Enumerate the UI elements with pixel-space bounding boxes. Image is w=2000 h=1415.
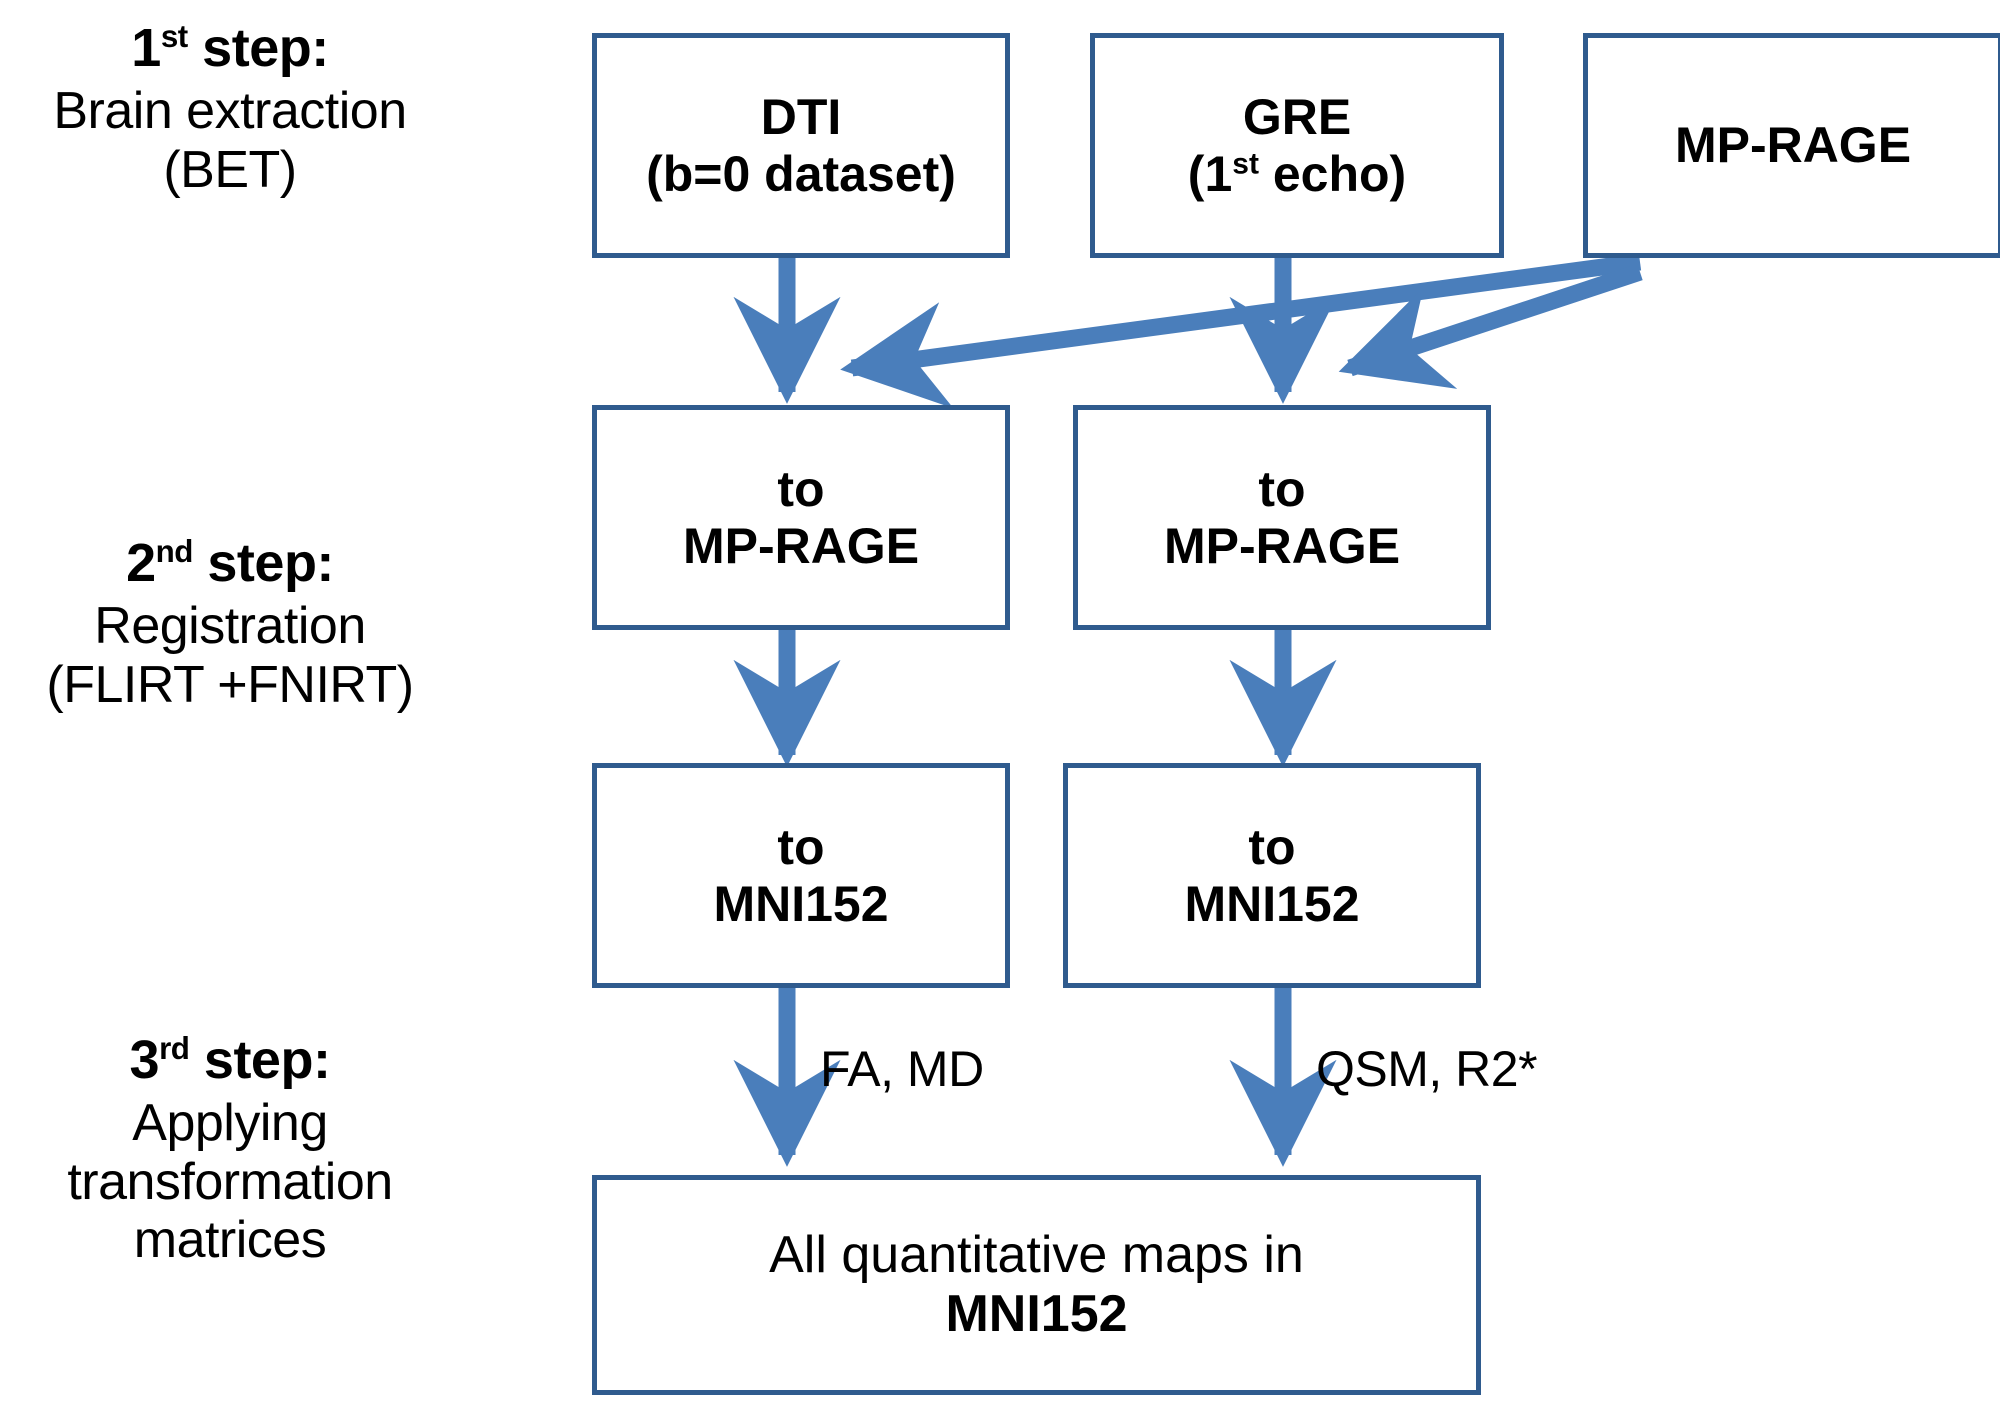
step-label-2: 2nd step: Registration (FLIRT +FNIRT)	[10, 533, 450, 714]
node-mprage[interactable]: MP-RAGE	[1583, 33, 2000, 258]
node-dti-line-2: (b=0 dataset)	[646, 145, 956, 202]
step-3-line-1: Applying	[132, 1094, 328, 1153]
node-dti-to-mni152[interactable]: to MNI152	[592, 763, 1010, 988]
step-1-description: Brain extraction (BET)	[10, 82, 450, 198]
arrow-mprage-to-right	[1338, 263, 1643, 389]
node-dti-line-1: DTI	[760, 88, 842, 145]
node-dti-to-mprage[interactable]: to MP-RAGE	[592, 405, 1010, 630]
node-gre-to-mprage-line-1: to	[1258, 460, 1306, 517]
step-2-description: Registration (FLIRT +FNIRT)	[10, 597, 450, 713]
node-gre-to-mni152[interactable]: to MNI152	[1063, 763, 1481, 988]
edge-label-qsm-r2star: QSM, R2*	[1316, 1041, 1538, 1097]
node-dti-to-mni152-line-1: to	[777, 818, 825, 875]
node-gre-to-mprage-line-2: MP-RAGE	[1163, 517, 1401, 574]
step-1-line-2: (BET)	[163, 140, 297, 199]
edge-label-fa-md: FA, MD	[820, 1041, 984, 1097]
step-2-line-1: Registration	[94, 597, 366, 656]
node-gre-to-mni152-line-2: MNI152	[1184, 875, 1360, 932]
step-label-1: 1st step: Brain extraction (BET)	[10, 18, 450, 199]
node-mprage-line-1: MP-RAGE	[1674, 117, 1912, 173]
node-final-line-2: MNI152	[945, 1285, 1128, 1343]
step-1-line-1: Brain extraction	[53, 82, 407, 141]
node-gre-line-2: (1st echo)	[1187, 145, 1407, 202]
node-dti-to-mprage-line-1: to	[777, 460, 825, 517]
node-final-line-1: All quantitative maps in	[769, 1225, 1304, 1284]
node-gre-to-mni152-line-1: to	[1248, 818, 1296, 875]
node-gre[interactable]: GRE (1st echo)	[1090, 33, 1504, 258]
node-gre-to-mprage[interactable]: to MP-RAGE	[1073, 405, 1491, 630]
step-3-line-2: transformation	[67, 1152, 393, 1211]
step-3-heading: 3rd step:	[129, 1030, 331, 1090]
node-dti-to-mni152-line-2: MNI152	[713, 875, 889, 932]
step-3-description: Applying transformation matrices	[10, 1094, 450, 1269]
node-dti-to-mprage-line-2: MP-RAGE	[682, 517, 920, 574]
node-dti[interactable]: DTI (b=0 dataset)	[592, 33, 1010, 258]
step-label-3: 3rd step: Applying transformation matric…	[10, 1030, 450, 1269]
step-3-line-3: matrices	[133, 1210, 327, 1269]
step-2-heading: 2nd step:	[126, 533, 334, 593]
node-final-maps[interactable]: All quantitative maps in MNI152	[592, 1175, 1481, 1395]
step-2-line-2: (FLIRT +FNIRT)	[46, 655, 414, 714]
step-1-heading: 1st step:	[131, 18, 329, 78]
arrow-mprage-to-left	[840, 253, 1642, 409]
node-gre-line-1: GRE	[1242, 88, 1352, 145]
